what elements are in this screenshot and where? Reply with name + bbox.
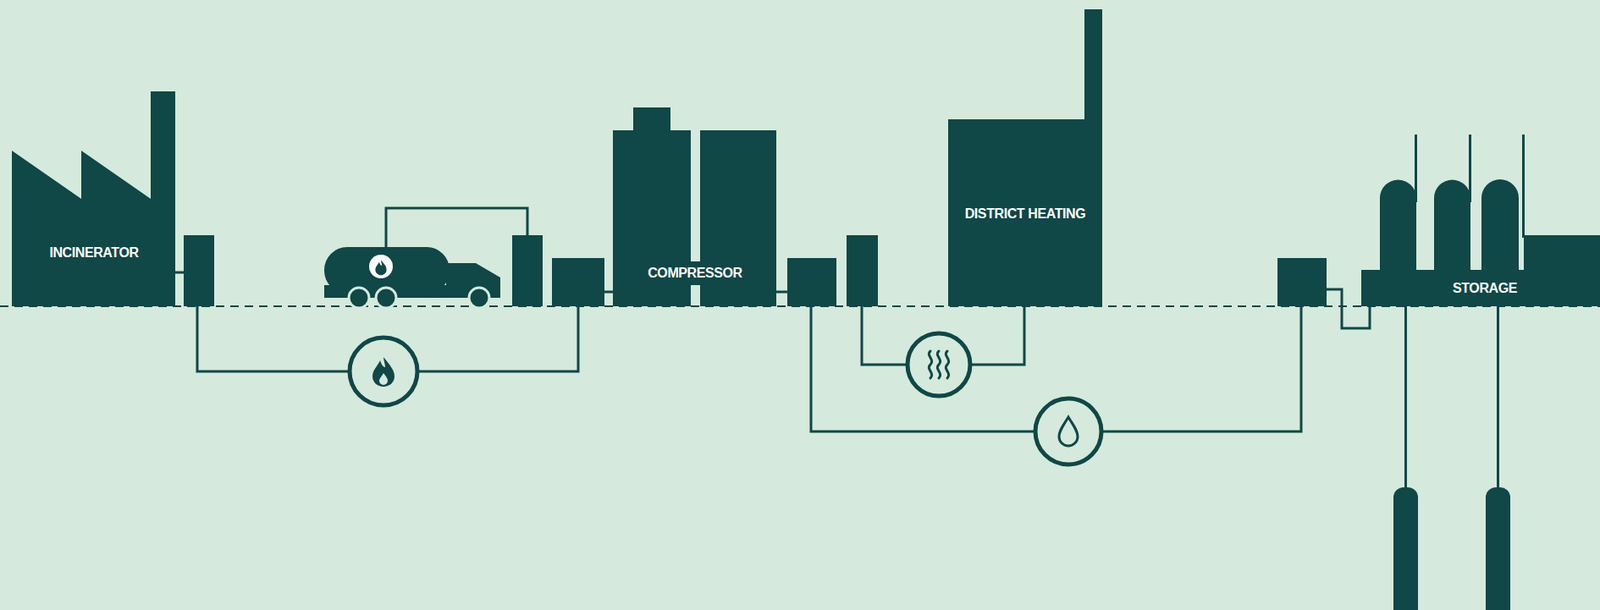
building-label: DISTRICT HEATING xyxy=(965,205,1087,222)
tanker-truck xyxy=(324,247,501,309)
building-label: STORAGE xyxy=(1452,280,1518,297)
building-shape xyxy=(11,91,176,307)
incinerator-building: INCINERATOR xyxy=(11,91,176,307)
building-label: COMPRESSOR xyxy=(647,264,743,282)
building-shape xyxy=(1361,134,1600,610)
gas-icon xyxy=(349,337,418,406)
district-heating-building: DISTRICT HEATING xyxy=(948,9,1103,307)
storage-facility: STORAGE xyxy=(1361,134,1600,610)
building-shape xyxy=(948,9,1103,307)
liquid-icon xyxy=(1035,398,1102,465)
compressor-building: COMPRESSOR xyxy=(612,107,777,307)
building-label: INCINERATOR xyxy=(49,244,138,261)
heat-icon xyxy=(907,333,971,397)
